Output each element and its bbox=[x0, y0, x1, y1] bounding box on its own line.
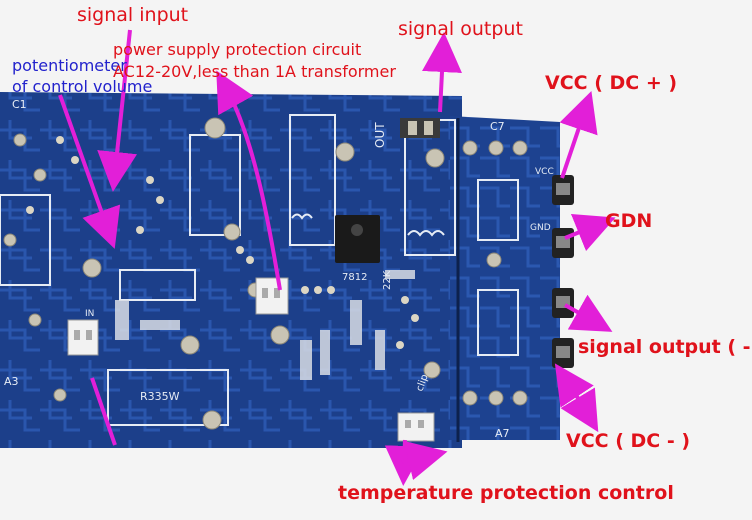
label-signal-input: signal input bbox=[77, 4, 189, 26]
label-vcc-minus: VCC ( DC - ) bbox=[566, 430, 691, 452]
label-power-1: power supply protection circuit bbox=[113, 40, 362, 59]
pcb-text-22k: 22K bbox=[382, 270, 393, 290]
pcb-text-in: IN bbox=[85, 309, 94, 319]
top-output-terminal bbox=[400, 118, 440, 138]
label-power-2: AC12-20V,less than 1A transformer bbox=[113, 62, 396, 81]
pcb-text-a7: A7 bbox=[495, 427, 510, 440]
label-temperature: temperature protection control bbox=[338, 482, 674, 504]
annotation-arrows bbox=[58, 29, 616, 486]
pcb-text-a3: A3 bbox=[4, 375, 19, 388]
voltage-regulator bbox=[335, 215, 380, 263]
pcb-text-vcc: VCC bbox=[535, 167, 554, 177]
label-signal-output-top: signal output bbox=[398, 18, 523, 40]
label-vcc-plus: VCC ( DC + ) bbox=[545, 72, 678, 94]
pcb-text-r335w: R335W bbox=[140, 390, 180, 403]
label-gdn: GDN bbox=[605, 210, 653, 232]
label-potentiometer-2: of control volume bbox=[12, 77, 153, 96]
label-signal-output-minus: signal output ( - ) bbox=[578, 336, 752, 358]
pcb-text-gnd: GND bbox=[530, 223, 551, 233]
label-potentiometer-1: potentiometer bbox=[12, 56, 127, 75]
power-connector bbox=[255, 277, 289, 315]
pcb-text-7812: 7812 bbox=[342, 272, 367, 283]
pcb-text-c7: C7 bbox=[490, 120, 505, 133]
input-connector bbox=[67, 319, 99, 356]
temperature-connector bbox=[397, 412, 435, 442]
pcb-text-out: OUT bbox=[373, 122, 387, 148]
pcb-text-c1: C1 bbox=[12, 98, 27, 111]
